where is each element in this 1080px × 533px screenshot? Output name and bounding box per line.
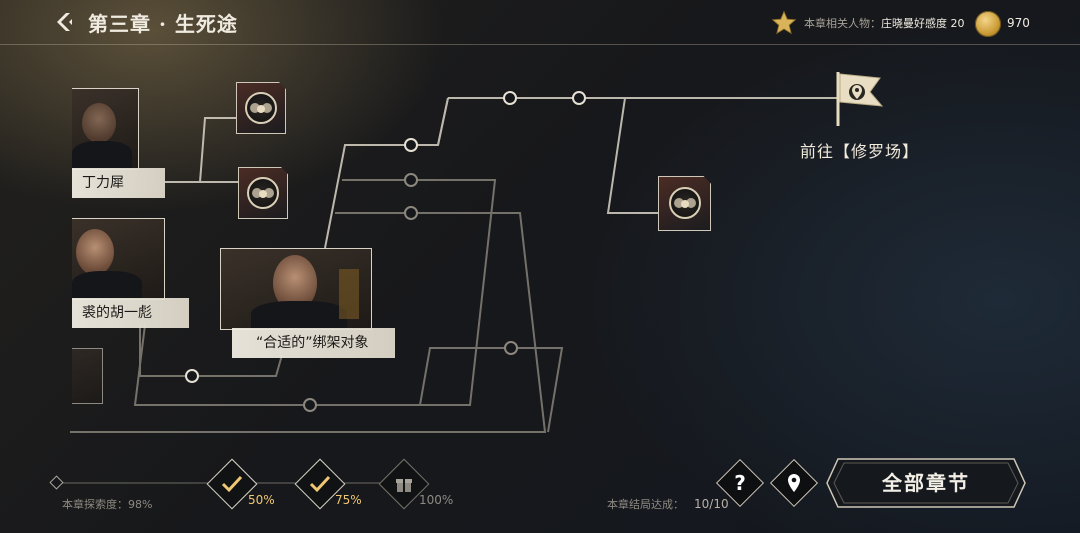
location-button[interactable] <box>769 458 819 508</box>
star-icon <box>771 10 797 35</box>
path-node <box>185 369 199 383</box>
name-card-kidnap-target[interactable]: “合适的”绑架对象 <box>232 328 395 358</box>
ending-label: 本章结局达成： <box>607 498 684 511</box>
flow-line <box>419 347 564 433</box>
explore-progress: 本章探索度：98% <box>62 496 152 512</box>
flow-line <box>133 179 497 406</box>
portrait-partial-lower[interactable] <box>72 348 103 404</box>
milestone-75-label: 75% <box>335 493 362 507</box>
question-icon: ? <box>734 471 746 495</box>
portrait-huyibiao[interactable] <box>72 218 165 300</box>
all-chapters-button[interactable]: 全部章节 <box>882 471 970 495</box>
check-icon <box>215 467 249 501</box>
coin-icon <box>975 11 1001 37</box>
path-node <box>504 341 518 355</box>
related-character-affection: 庄晓曼好感度 20 <box>881 17 965 30</box>
flow-line <box>139 325 283 377</box>
name-card-dinglixi[interactable]: 丁力犀 <box>72 168 165 198</box>
milestone-50-label: 50% <box>248 493 275 507</box>
name-card-huyibiao[interactable]: 裘的胡一彪 <box>72 298 189 328</box>
milestone-100-label: 100% <box>419 493 454 507</box>
flow-line <box>70 212 547 433</box>
back-icon[interactable] <box>52 10 76 34</box>
coin-count: 970 <box>1007 16 1030 30</box>
map-pin-icon <box>778 467 810 499</box>
top-bar: 第三章 · 生死途 本章相关人物： 庄晓曼好感度 20 970 <box>0 0 1080 45</box>
path-node <box>572 91 586 105</box>
milestone-100[interactable] <box>378 458 430 510</box>
check-icon <box>303 467 337 501</box>
milestone-75[interactable] <box>294 458 346 510</box>
path-node <box>503 91 517 105</box>
explore-value: 98% <box>128 498 153 511</box>
ending-value: 10/10 <box>694 497 729 511</box>
all-chapters-button-frame[interactable] <box>826 458 1026 508</box>
flow-line <box>437 97 449 146</box>
flow-line <box>606 97 660 214</box>
path-node <box>404 206 418 220</box>
explore-label: 本章探索度： <box>62 498 128 511</box>
related-character-label: 本章相关人物： <box>804 17 881 30</box>
destination-flag-icon[interactable] <box>830 68 886 128</box>
path-node <box>404 173 418 187</box>
character-node-1[interactable] <box>236 82 286 134</box>
path-node <box>404 138 418 152</box>
milestone-50[interactable] <box>206 458 258 510</box>
flow-line <box>165 117 236 183</box>
portrait-dinglixi[interactable] <box>72 88 139 170</box>
flow-line <box>324 97 449 249</box>
path-node <box>303 398 317 412</box>
gift-icon <box>387 467 421 501</box>
portrait-kidnap-target[interactable] <box>220 248 372 330</box>
character-node-2[interactable] <box>238 167 288 219</box>
bee-emblem-icon <box>245 92 277 124</box>
destination-label[interactable]: 前往【修罗场】 <box>800 142 920 161</box>
bee-emblem-icon <box>247 177 279 209</box>
character-node-3[interactable] <box>658 176 711 231</box>
bee-emblem-icon <box>669 187 701 219</box>
chapter-title: 第三章 · 生死途 <box>88 12 238 36</box>
